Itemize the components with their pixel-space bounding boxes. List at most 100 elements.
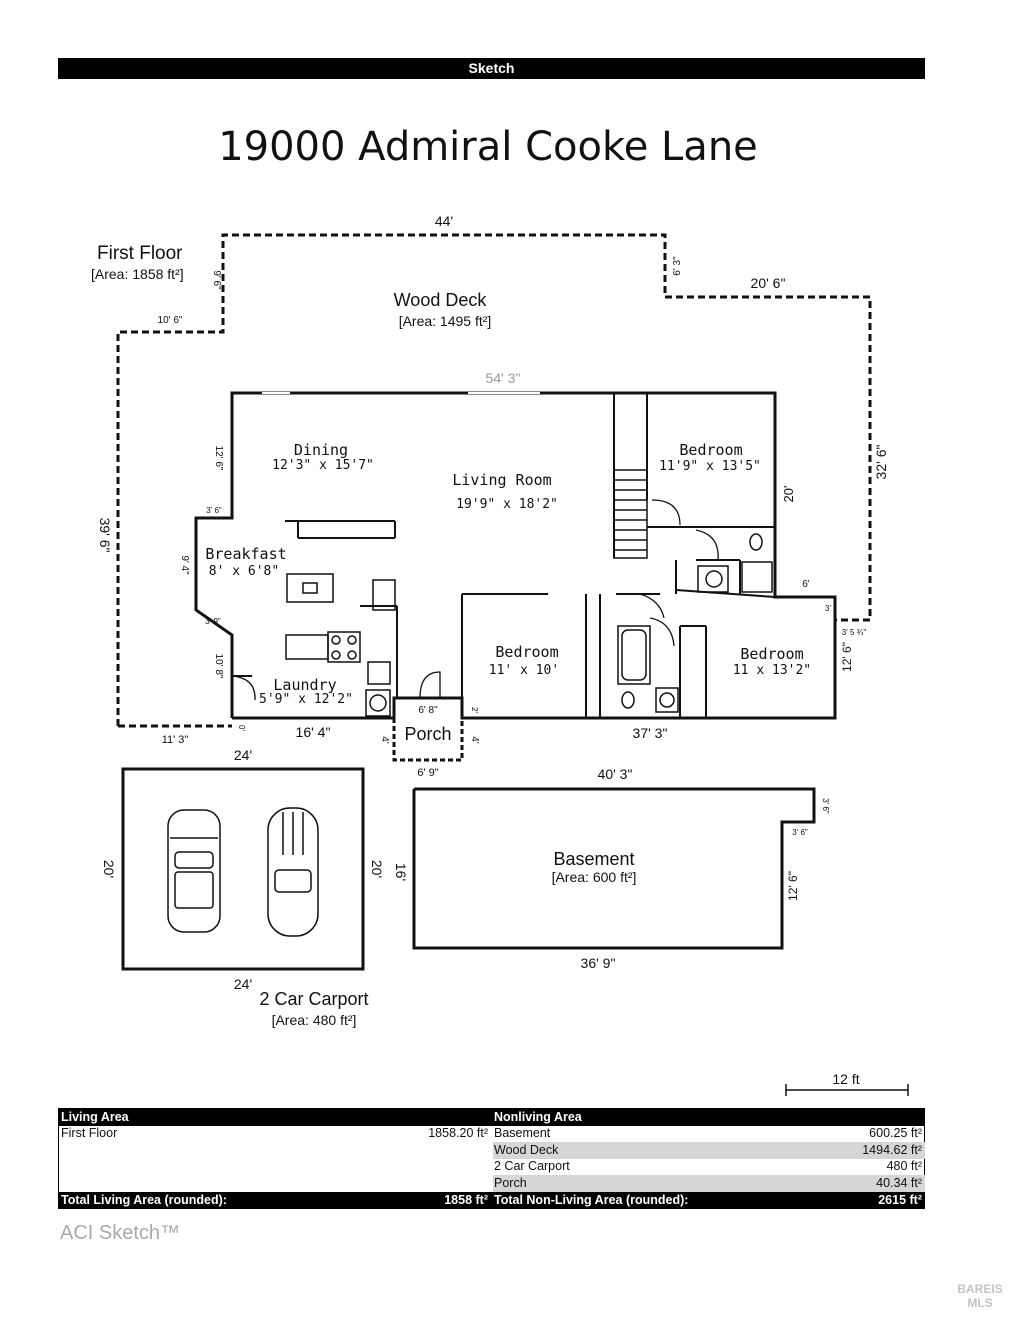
room-dining-size: 12'3" x 15'7" — [272, 458, 374, 473]
dim-label: 0' — [237, 725, 246, 731]
first-floor-label: First Floor — [97, 243, 183, 264]
scale-bar — [785, 1084, 909, 1096]
dim-label: 6' 3" — [672, 256, 683, 276]
porch-outline — [392, 718, 464, 762]
dim-label: 54' 3" — [486, 370, 521, 386]
table-header-row: Living Area Nonliving Area — [59, 1109, 924, 1126]
car-icon — [267, 807, 319, 937]
dim-label: 10' 6" — [158, 315, 183, 326]
page-title: 19000 Admiral Cooke Lane — [218, 124, 758, 170]
dim-label: 3' 6" — [821, 798, 830, 814]
dim-label: 4' — [379, 736, 390, 744]
dim-label: 20' — [781, 486, 796, 503]
kitchen-fixtures — [285, 573, 396, 717]
wood-deck-label: Wood Deck — [394, 290, 488, 310]
room-bedroom-3-size: 11 x 13'2" — [733, 663, 811, 678]
total-nonliving-value: 2615 ft² — [878, 1193, 922, 1207]
bathroom-fixtures — [617, 533, 773, 713]
living-area-header: Living Area — [61, 1110, 129, 1124]
room-breakfast-label: Breakfast — [205, 545, 286, 563]
dim-label: 3' 9" — [205, 617, 221, 626]
staircase — [613, 469, 648, 559]
dim-label: 37' 3" — [633, 725, 668, 741]
table-row: Wood Deck 1494.62 ft² — [59, 1142, 924, 1159]
dim-label: 9' 6" — [211, 270, 222, 290]
dim-label: 3' 6" — [792, 828, 808, 837]
room-bedroom-3-label: Bedroom — [740, 645, 803, 663]
dim-label: 11' 3" — [162, 734, 189, 746]
dim-label: 16' — [393, 863, 409, 881]
dim-label: 12' 6" — [213, 446, 224, 471]
dim-label: 3' 6" — [206, 506, 222, 515]
room-dining-label: Dining — [294, 441, 348, 459]
dim-label: 40' 3" — [598, 766, 633, 782]
dim-label: 36' 9" — [581, 955, 616, 971]
door-swings — [231, 499, 719, 701]
dim-label: 3' — [825, 604, 831, 613]
room-living-size: 19'9" x 18'2" — [456, 497, 558, 512]
carport-label: 2 Car Carport — [259, 989, 368, 1009]
table-row: 2 Car Carport 480 ft² — [59, 1158, 924, 1175]
dim-label: 20' — [369, 860, 385, 878]
dim-label: 9' 4" — [179, 555, 190, 575]
room-bedroom-1-size: 11'9" x 13'5" — [659, 459, 761, 474]
room-bedroom-2-size: 11' x 10' — [489, 663, 559, 678]
total-living-value: 1858 ft² — [444, 1193, 488, 1207]
sketch-header-label: Sketch — [468, 60, 515, 76]
dim-label: 32' 6" — [873, 445, 889, 480]
wood-deck-area: [Area: 1495 ft²] — [399, 313, 492, 329]
car-icon — [167, 809, 221, 933]
nonliving-area-header: Nonliving Area — [494, 1110, 582, 1124]
basement-area: [Area: 600 ft²] — [552, 869, 637, 885]
dim-label: 20' — [101, 860, 117, 878]
aci-sketch-logo: ACI Sketch™ — [60, 1222, 181, 1244]
nonliving-row-value: 1494.62 ft² — [862, 1143, 922, 1157]
carport-area: [Area: 480 ft²] — [272, 1012, 357, 1028]
room-breakfast-size: 8' x 6'8" — [209, 564, 279, 579]
nonliving-row-label: Basement — [494, 1126, 551, 1140]
dim-label: 39' 6" — [97, 518, 113, 553]
table-total-row: Total Living Area (rounded): 1858 ft² To… — [59, 1192, 924, 1208]
room-bedroom-2-label: Bedroom — [495, 643, 558, 661]
dim-label: 44' — [435, 213, 453, 229]
dim-label: 12' 6" — [786, 871, 800, 901]
nonliving-row-value: 600.25 ft² — [869, 1126, 922, 1140]
total-nonliving-label: Total Non-Living Area (rounded): — [494, 1193, 689, 1207]
living-row-value: 1858.20 ft² — [428, 1126, 488, 1140]
nonliving-row-value: 480 ft² — [886, 1159, 922, 1173]
dim-label: 3' 5 ¾" — [842, 628, 867, 637]
mls-watermark: BAREIS MLS — [957, 1282, 1003, 1310]
scale-bar-label: 12 ft — [832, 1071, 859, 1087]
dim-label: 6' 8" — [418, 705, 438, 716]
nonliving-row-label: Wood Deck — [494, 1143, 559, 1157]
carport-outline — [121, 767, 365, 971]
basement-outline — [412, 787, 816, 950]
dim-label: 16' 4" — [296, 724, 331, 740]
sketch-header-bar: Sketch — [58, 58, 925, 79]
dim-label: 20' 6" — [751, 275, 786, 291]
room-bedroom-1-label: Bedroom — [679, 441, 742, 459]
dim-label: 2' — [470, 707, 479, 713]
basement-label: Basement — [553, 849, 634, 869]
nonliving-row-label: 2 Car Carport — [494, 1159, 570, 1173]
wood-deck-outline — [116, 233, 872, 726]
nonliving-row-value: 40.34 ft² — [876, 1176, 922, 1190]
room-porch-label: Porch — [404, 724, 451, 744]
dim-label: 6' — [802, 579, 810, 590]
total-living-label: Total Living Area (rounded): — [61, 1193, 227, 1207]
table-row: Porch 40.34 ft² — [59, 1175, 924, 1192]
table-row: First Floor 1858.20 ft² Basement 600.25 … — [59, 1125, 924, 1142]
dim-label: 24' — [234, 976, 252, 992]
area-summary-table: Living Area Nonliving Area First Floor 1… — [58, 1108, 925, 1209]
row-shade — [493, 1175, 925, 1192]
dim-label: 4' — [469, 736, 480, 744]
nonliving-row-label: Porch — [494, 1176, 527, 1190]
dim-label: 6' 9" — [417, 767, 438, 779]
room-laundry-size: 5'9" x 12'2" — [259, 692, 353, 707]
dim-label: 12' 6" — [840, 642, 854, 672]
living-row-label: First Floor — [61, 1126, 118, 1140]
row-shade — [493, 1142, 925, 1159]
dim-label: 24' — [234, 747, 252, 763]
room-laundry-label: Laundry — [273, 676, 336, 694]
